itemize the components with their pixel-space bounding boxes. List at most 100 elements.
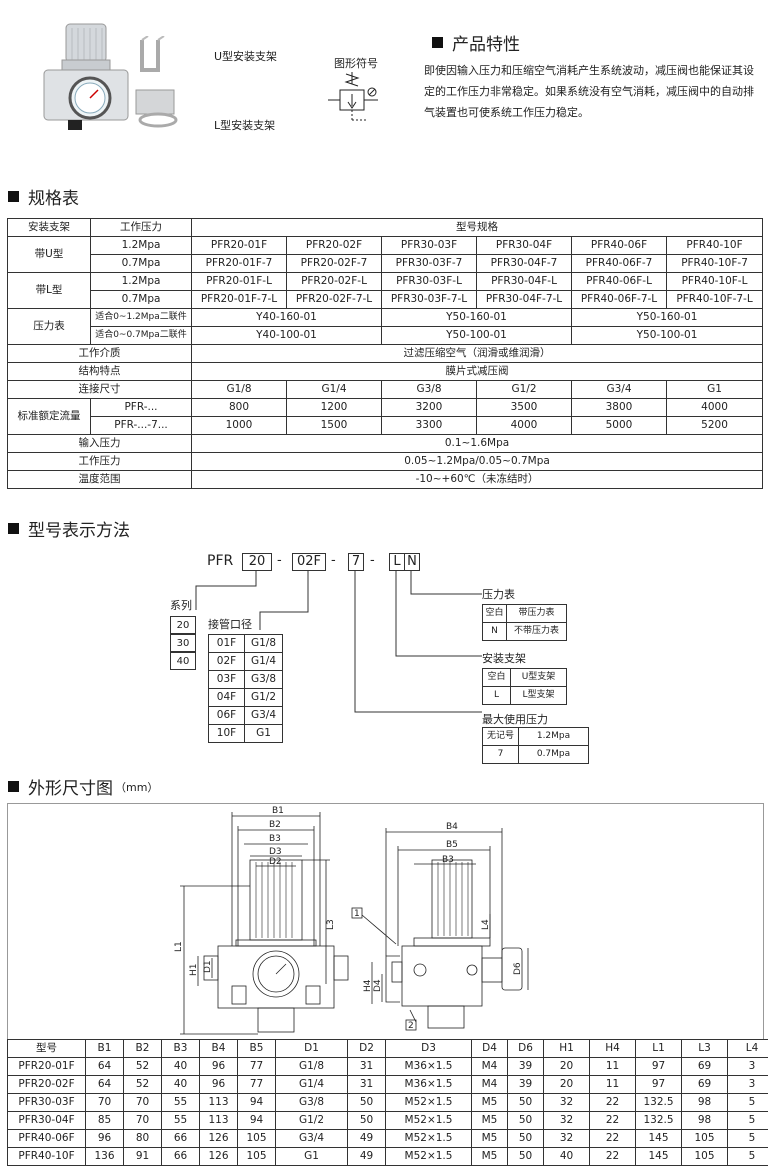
table-cell: 94: [238, 1094, 276, 1112]
header-cell: D6: [508, 1040, 544, 1058]
table-cell: 50: [508, 1148, 544, 1166]
table-cell: 22: [590, 1112, 636, 1130]
table-cell: 64: [86, 1076, 124, 1094]
table-cell: 64: [86, 1058, 124, 1076]
table-cell: M5: [472, 1130, 508, 1148]
dim-label: B3: [269, 834, 281, 844]
dim-label: B5: [446, 840, 458, 850]
table-cell: 97: [636, 1058, 682, 1076]
table-cell: M52×1.5: [386, 1130, 472, 1148]
table-cell: 80: [124, 1130, 162, 1148]
table-cell: 105: [682, 1130, 728, 1148]
table-cell: 31: [348, 1058, 386, 1076]
table-cell: 22: [590, 1130, 636, 1148]
table-cell: PFR30-03F: [8, 1094, 86, 1112]
table-cell: 22: [590, 1148, 636, 1166]
dim-label: D6: [513, 962, 523, 975]
header-cell: B5: [238, 1040, 276, 1058]
table-cell: 98: [682, 1094, 728, 1112]
table-cell: M5: [472, 1112, 508, 1130]
table-cell: 52: [124, 1076, 162, 1094]
table-cell: 98: [682, 1112, 728, 1130]
table-cell: 11: [590, 1058, 636, 1076]
dim-label: D2: [269, 857, 282, 867]
table-cell: 105: [682, 1148, 728, 1166]
table-cell: 31: [348, 1076, 386, 1094]
table-cell: 97: [636, 1076, 682, 1094]
table-cell: PFR20-02F: [8, 1076, 86, 1094]
table-cell: 3: [728, 1076, 768, 1094]
table-cell: 5: [728, 1130, 768, 1148]
header-cell: 型号: [8, 1040, 86, 1058]
dimension-labels: B1 B2 B3 D3 D2 B4 B5 B3 L1 L3 H1 D1 L4 D…: [174, 806, 523, 992]
table-cell: 132.5: [636, 1112, 682, 1130]
header-cell: B4: [200, 1040, 238, 1058]
table-cell: 32: [544, 1112, 590, 1130]
header-cell: L1: [636, 1040, 682, 1058]
table-cell: 49: [348, 1130, 386, 1148]
header-cell: B1: [86, 1040, 124, 1058]
table-cell: 50: [508, 1130, 544, 1148]
dim-label: L4: [481, 919, 491, 930]
table-cell: G1/4: [276, 1076, 348, 1094]
table-cell: 126: [200, 1130, 238, 1148]
table-cell: M52×1.5: [386, 1148, 472, 1166]
dim-label: L1: [174, 941, 184, 952]
dim-label: H4: [363, 979, 373, 992]
table-cell: 5: [728, 1094, 768, 1112]
table-cell: 70: [86, 1094, 124, 1112]
table-cell: 113: [200, 1112, 238, 1130]
dim-label: D1: [203, 960, 213, 973]
dim-label: L3: [326, 919, 336, 930]
table-cell: 96: [200, 1076, 238, 1094]
table-cell: 70: [124, 1112, 162, 1130]
table-cell: 77: [238, 1076, 276, 1094]
header-cell: L3: [682, 1040, 728, 1058]
table-cell: 66: [162, 1130, 200, 1148]
dim-label: B3: [442, 855, 454, 865]
dim-label: H1: [189, 964, 199, 977]
dim-label: B1: [272, 806, 284, 816]
table-cell: 5: [728, 1148, 768, 1166]
table-cell: PFR30-04F: [8, 1112, 86, 1130]
table-cell: 96: [86, 1130, 124, 1148]
table-cell: 69: [682, 1076, 728, 1094]
table-cell: 85: [86, 1112, 124, 1130]
table-cell: 96: [200, 1058, 238, 1076]
table-cell: 77: [238, 1058, 276, 1076]
table-cell: 105: [238, 1130, 276, 1148]
table-cell: PFR20-01F: [8, 1058, 86, 1076]
table-cell: 39: [508, 1076, 544, 1094]
table-cell: 40: [544, 1148, 590, 1166]
header-cell: L4: [728, 1040, 768, 1058]
header-cell: B2: [124, 1040, 162, 1058]
table-cell: 113: [200, 1094, 238, 1112]
table-cell: M5: [472, 1094, 508, 1112]
table-cell: M52×1.5: [386, 1112, 472, 1130]
callout-1: 1: [354, 909, 360, 919]
table-cell: 70: [124, 1094, 162, 1112]
table-cell: M4: [472, 1076, 508, 1094]
table-cell: G1/2: [276, 1112, 348, 1130]
table-cell: M52×1.5: [386, 1094, 472, 1112]
table-cell: 52: [124, 1058, 162, 1076]
table-cell: 50: [348, 1094, 386, 1112]
dim-label: D4: [373, 979, 383, 992]
header-cell: B3: [162, 1040, 200, 1058]
table-cell: 39: [508, 1058, 544, 1076]
callout-2: 2: [408, 1021, 414, 1031]
table-cell: 69: [682, 1058, 728, 1076]
table-cell: 126: [200, 1148, 238, 1166]
table-cell: M36×1.5: [386, 1058, 472, 1076]
table-cell: G1: [276, 1148, 348, 1166]
table-cell: M36×1.5: [386, 1076, 472, 1094]
table-cell: 136: [86, 1148, 124, 1166]
table-cell: G3/8: [276, 1094, 348, 1112]
table-cell: 91: [124, 1148, 162, 1166]
